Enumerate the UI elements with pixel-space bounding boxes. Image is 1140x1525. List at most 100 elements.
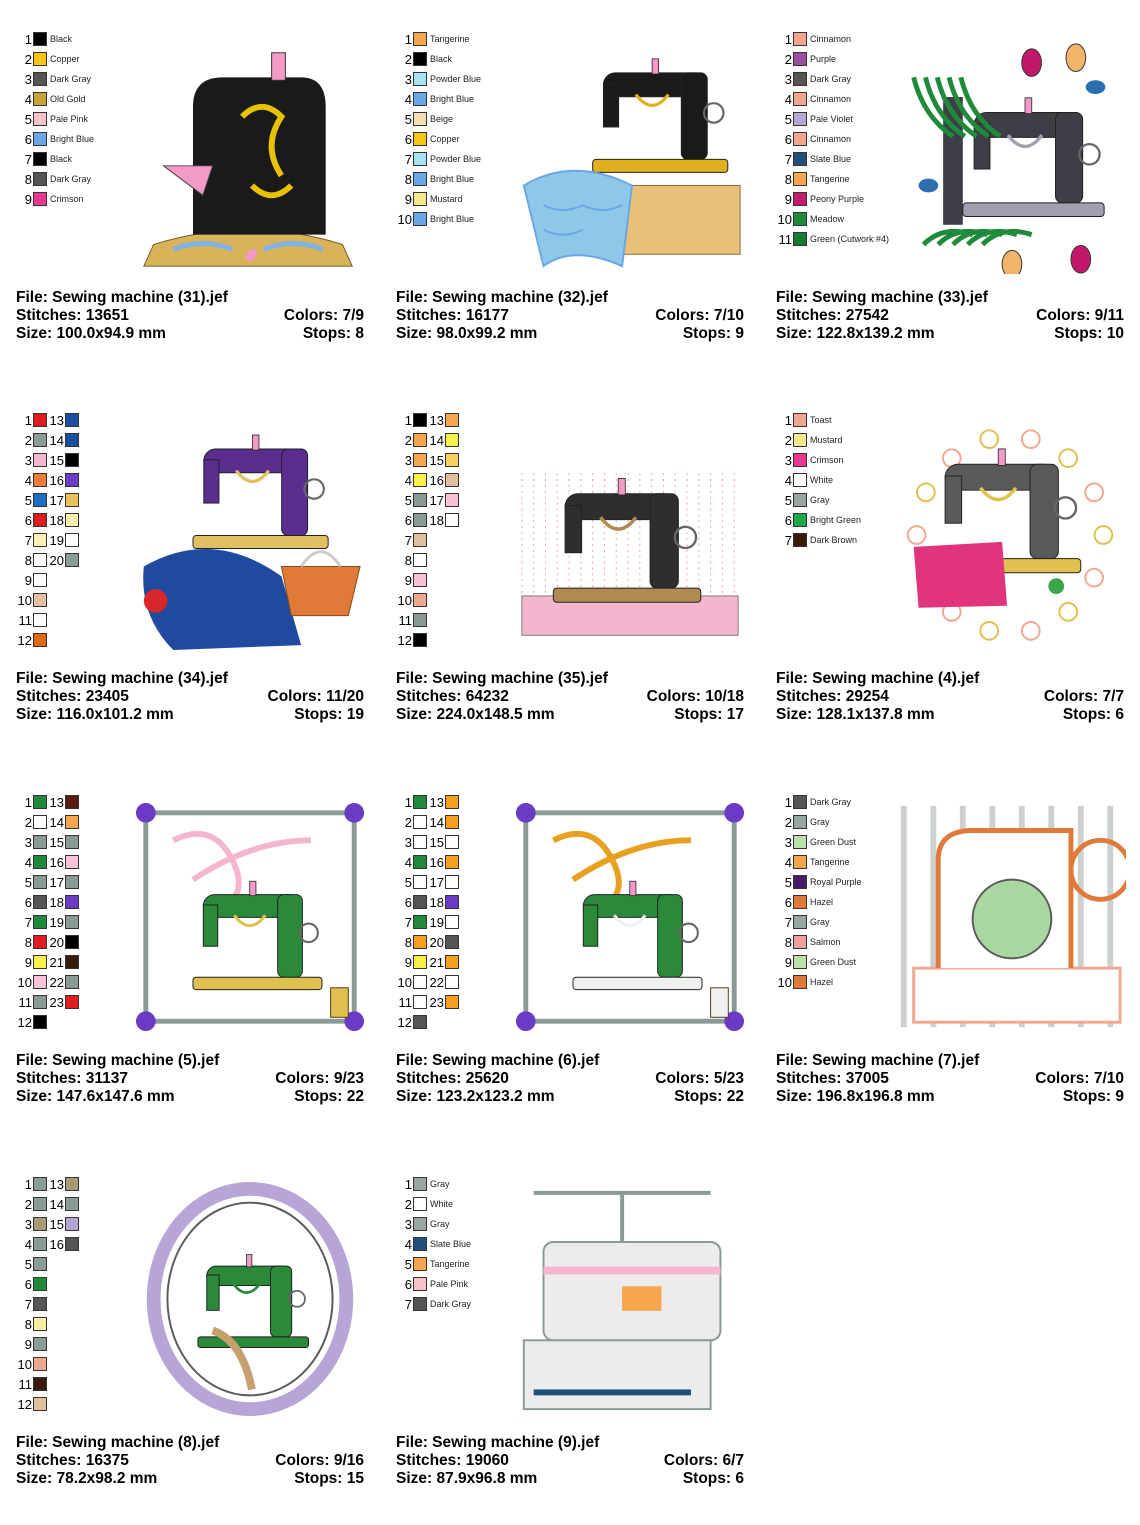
draped-fabric (522, 169, 634, 268)
color-swatch (413, 895, 427, 909)
machine-head (203, 459, 220, 504)
machine-base-outline (912, 966, 1122, 1024)
machine-base (197, 1336, 309, 1348)
file-name: File: Sewing machine (34).jef (16, 670, 228, 687)
color-swatch (413, 453, 427, 467)
machine-decal (613, 914, 647, 928)
thread-spool (249, 880, 257, 897)
color-stop-number: 10 (397, 212, 412, 227)
color-stop-number: 2 (404, 815, 412, 830)
embroidery-design-preview (515, 802, 745, 1032)
color-stop-number: 4 (24, 1237, 32, 1252)
color-swatch (445, 513, 459, 527)
color-stop-number: 9 (24, 573, 32, 588)
bluebird (1085, 80, 1106, 95)
color-stop-number: 16 (429, 855, 444, 870)
color-swatch (793, 975, 807, 989)
color-count: Colors: 6/7 (663, 1452, 744, 1469)
stitch-count: Stitches: 13651 (16, 307, 129, 324)
color-swatch (445, 935, 459, 949)
color-stop-number: 5 (404, 1257, 412, 1272)
color-swatch (413, 1257, 427, 1271)
color-swatch (413, 995, 427, 1009)
design-size: Size: 147.6x147.6 mm (16, 1088, 175, 1105)
color-swatch (793, 92, 807, 106)
color-swatch (33, 112, 47, 126)
color-stop-number: 3 (784, 453, 792, 468)
color-swatch (793, 433, 807, 447)
color-stop-number: 8 (24, 935, 32, 950)
swirl-ornament (979, 621, 1000, 641)
color-stop-number: 10 (777, 212, 792, 227)
color-swatch (33, 513, 47, 527)
color-swatch (445, 915, 459, 929)
color-stop-number: 3 (24, 835, 32, 850)
thread-spool (252, 434, 260, 451)
thread-color-name: Gray (810, 917, 830, 927)
color-swatch (413, 72, 427, 86)
color-swatch (413, 433, 427, 447)
color-swatch (413, 1015, 427, 1029)
color-swatch (413, 32, 427, 46)
thread-color-row: 8 20 (16, 933, 136, 953)
color-stop-number: 9 (24, 955, 32, 970)
color-stop-number: 6 (24, 132, 32, 147)
thread-color-name: Green Dust (810, 957, 857, 967)
color-stop-number: 6 (404, 132, 412, 147)
corner-rose (344, 1011, 365, 1032)
color-stop-number: 5 (784, 875, 792, 890)
color-swatch (413, 613, 427, 627)
color-swatch (445, 995, 459, 1009)
thread-color-name: Salmon (810, 937, 841, 947)
machine-handwheel (1053, 496, 1078, 520)
embroidery-design-preview (135, 802, 365, 1032)
color-swatch (65, 493, 79, 507)
stitch-count: Stitches: 29254 (776, 688, 889, 705)
color-stop-number: 6 (784, 895, 792, 910)
stitch-count: Stitches: 19060 (396, 1452, 509, 1469)
machine-decal (233, 914, 267, 928)
thread-color-name: White (430, 1199, 454, 1209)
color-stop-number: 7 (784, 152, 792, 167)
thread-spool (271, 52, 286, 81)
color-stop-number: 22 (429, 975, 444, 990)
color-swatch (445, 795, 459, 809)
blue-fabric (143, 548, 302, 651)
machine-handwheel (288, 1289, 306, 1308)
tulip-leaf (980, 228, 1033, 247)
stop-count: Stops: 15 (294, 1470, 364, 1487)
oval-inner (166, 1201, 334, 1397)
stop-count: Stops: 9 (682, 325, 744, 342)
color-stop-number: 2 (784, 52, 792, 67)
thread-color-name: Powder Blue (430, 154, 482, 164)
color-stop-number: 13 (49, 413, 64, 428)
thread-color-name: Slate Blue (810, 154, 852, 164)
machine-handwheel (1078, 143, 1101, 166)
file-name: File: Sewing machine (32).jef (396, 289, 608, 306)
color-swatch (445, 835, 459, 849)
color-stop-number: 13 (49, 795, 64, 810)
color-swatch (65, 513, 79, 527)
machine-decal (979, 486, 1018, 502)
color-stop-number: 12 (397, 1015, 412, 1030)
color-stop-number: 17 (429, 875, 444, 890)
color-stop-number: 20 (49, 935, 64, 950)
color-stop-number: 14 (429, 433, 444, 448)
file-name: File: Sewing machine (4).jef (776, 670, 980, 687)
color-stop-number: 7 (404, 152, 412, 167)
machine-pillar (649, 493, 679, 589)
color-swatch (793, 413, 807, 427)
swirl-ornament (979, 429, 1000, 450)
thread-color-row: 9 (396, 571, 516, 591)
